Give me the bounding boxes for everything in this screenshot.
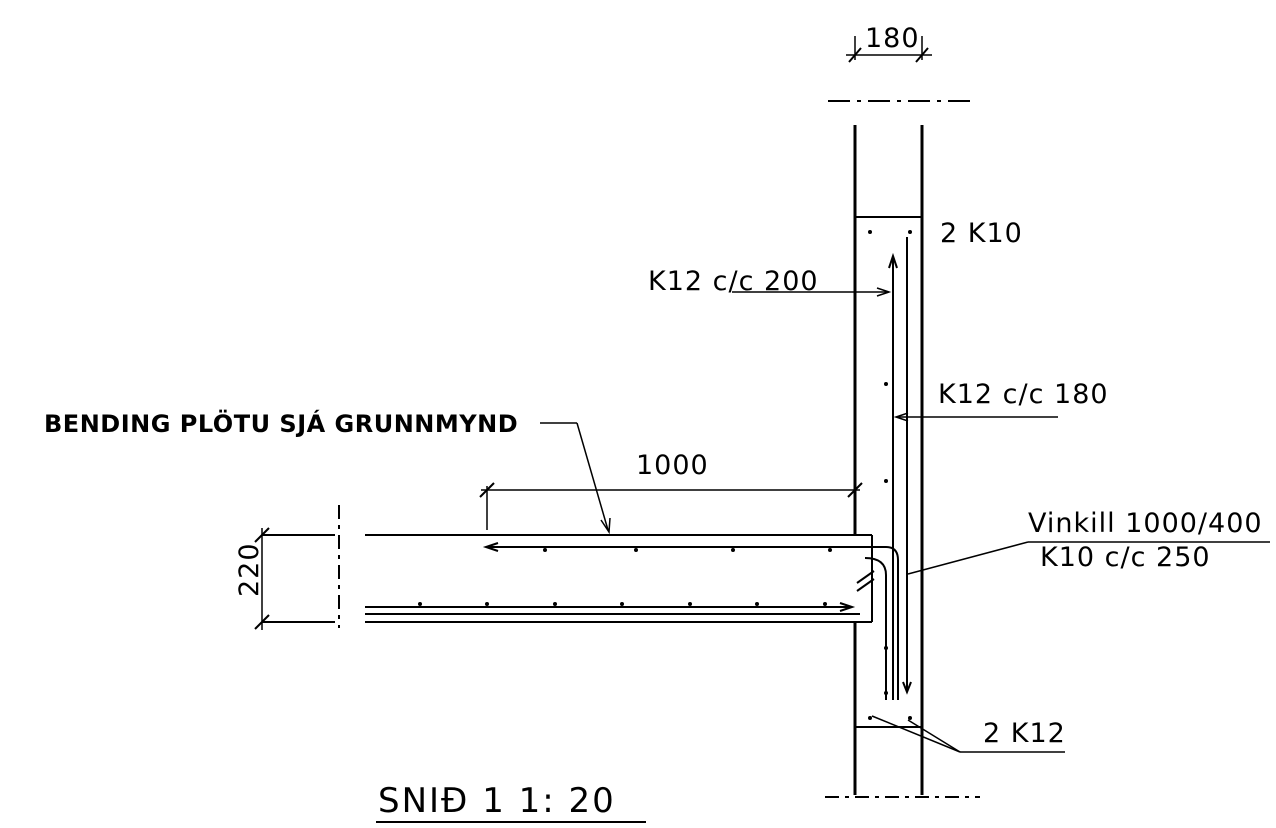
- slab-note-label: BENDING PLÖTU SJÁ GRUNNMYND: [44, 408, 518, 438]
- wall-bar-outer-leader: [732, 287, 892, 297]
- slab-bar-length-label: 1000: [636, 450, 709, 481]
- slab-reinforcement: [365, 542, 899, 700]
- angle-bar-leader: [907, 541, 1270, 575]
- top-bars-label: 2 K10: [940, 218, 1023, 249]
- wall-thickness-label: 180: [865, 23, 920, 54]
- slab: [262, 534, 873, 623]
- wall-bar-inner-leader: [893, 412, 1058, 422]
- angle-bar-spacing-label: K10 c/c 250: [1040, 542, 1211, 573]
- bottom-bars-label: 2 K12: [983, 718, 1066, 749]
- slab-bar-length-dimension: [479, 482, 863, 530]
- wall-reinforcement: [868, 230, 912, 720]
- angle-bar-name-label: Vinkill 1000/400: [1028, 508, 1263, 539]
- slab-thickness-dimension: [254, 527, 270, 630]
- bottom-bars-leader: [871, 715, 1065, 753]
- section-title: SNIÐ 1 1: 20: [378, 781, 616, 821]
- wall-thickness-dimension: [846, 36, 932, 63]
- slab-note-leader: [540, 422, 611, 535]
- slab-thickness-label: 220: [234, 542, 265, 597]
- wall: [853, 125, 924, 795]
- wall-bar-inner-label: K12 c/c 180: [938, 379, 1109, 410]
